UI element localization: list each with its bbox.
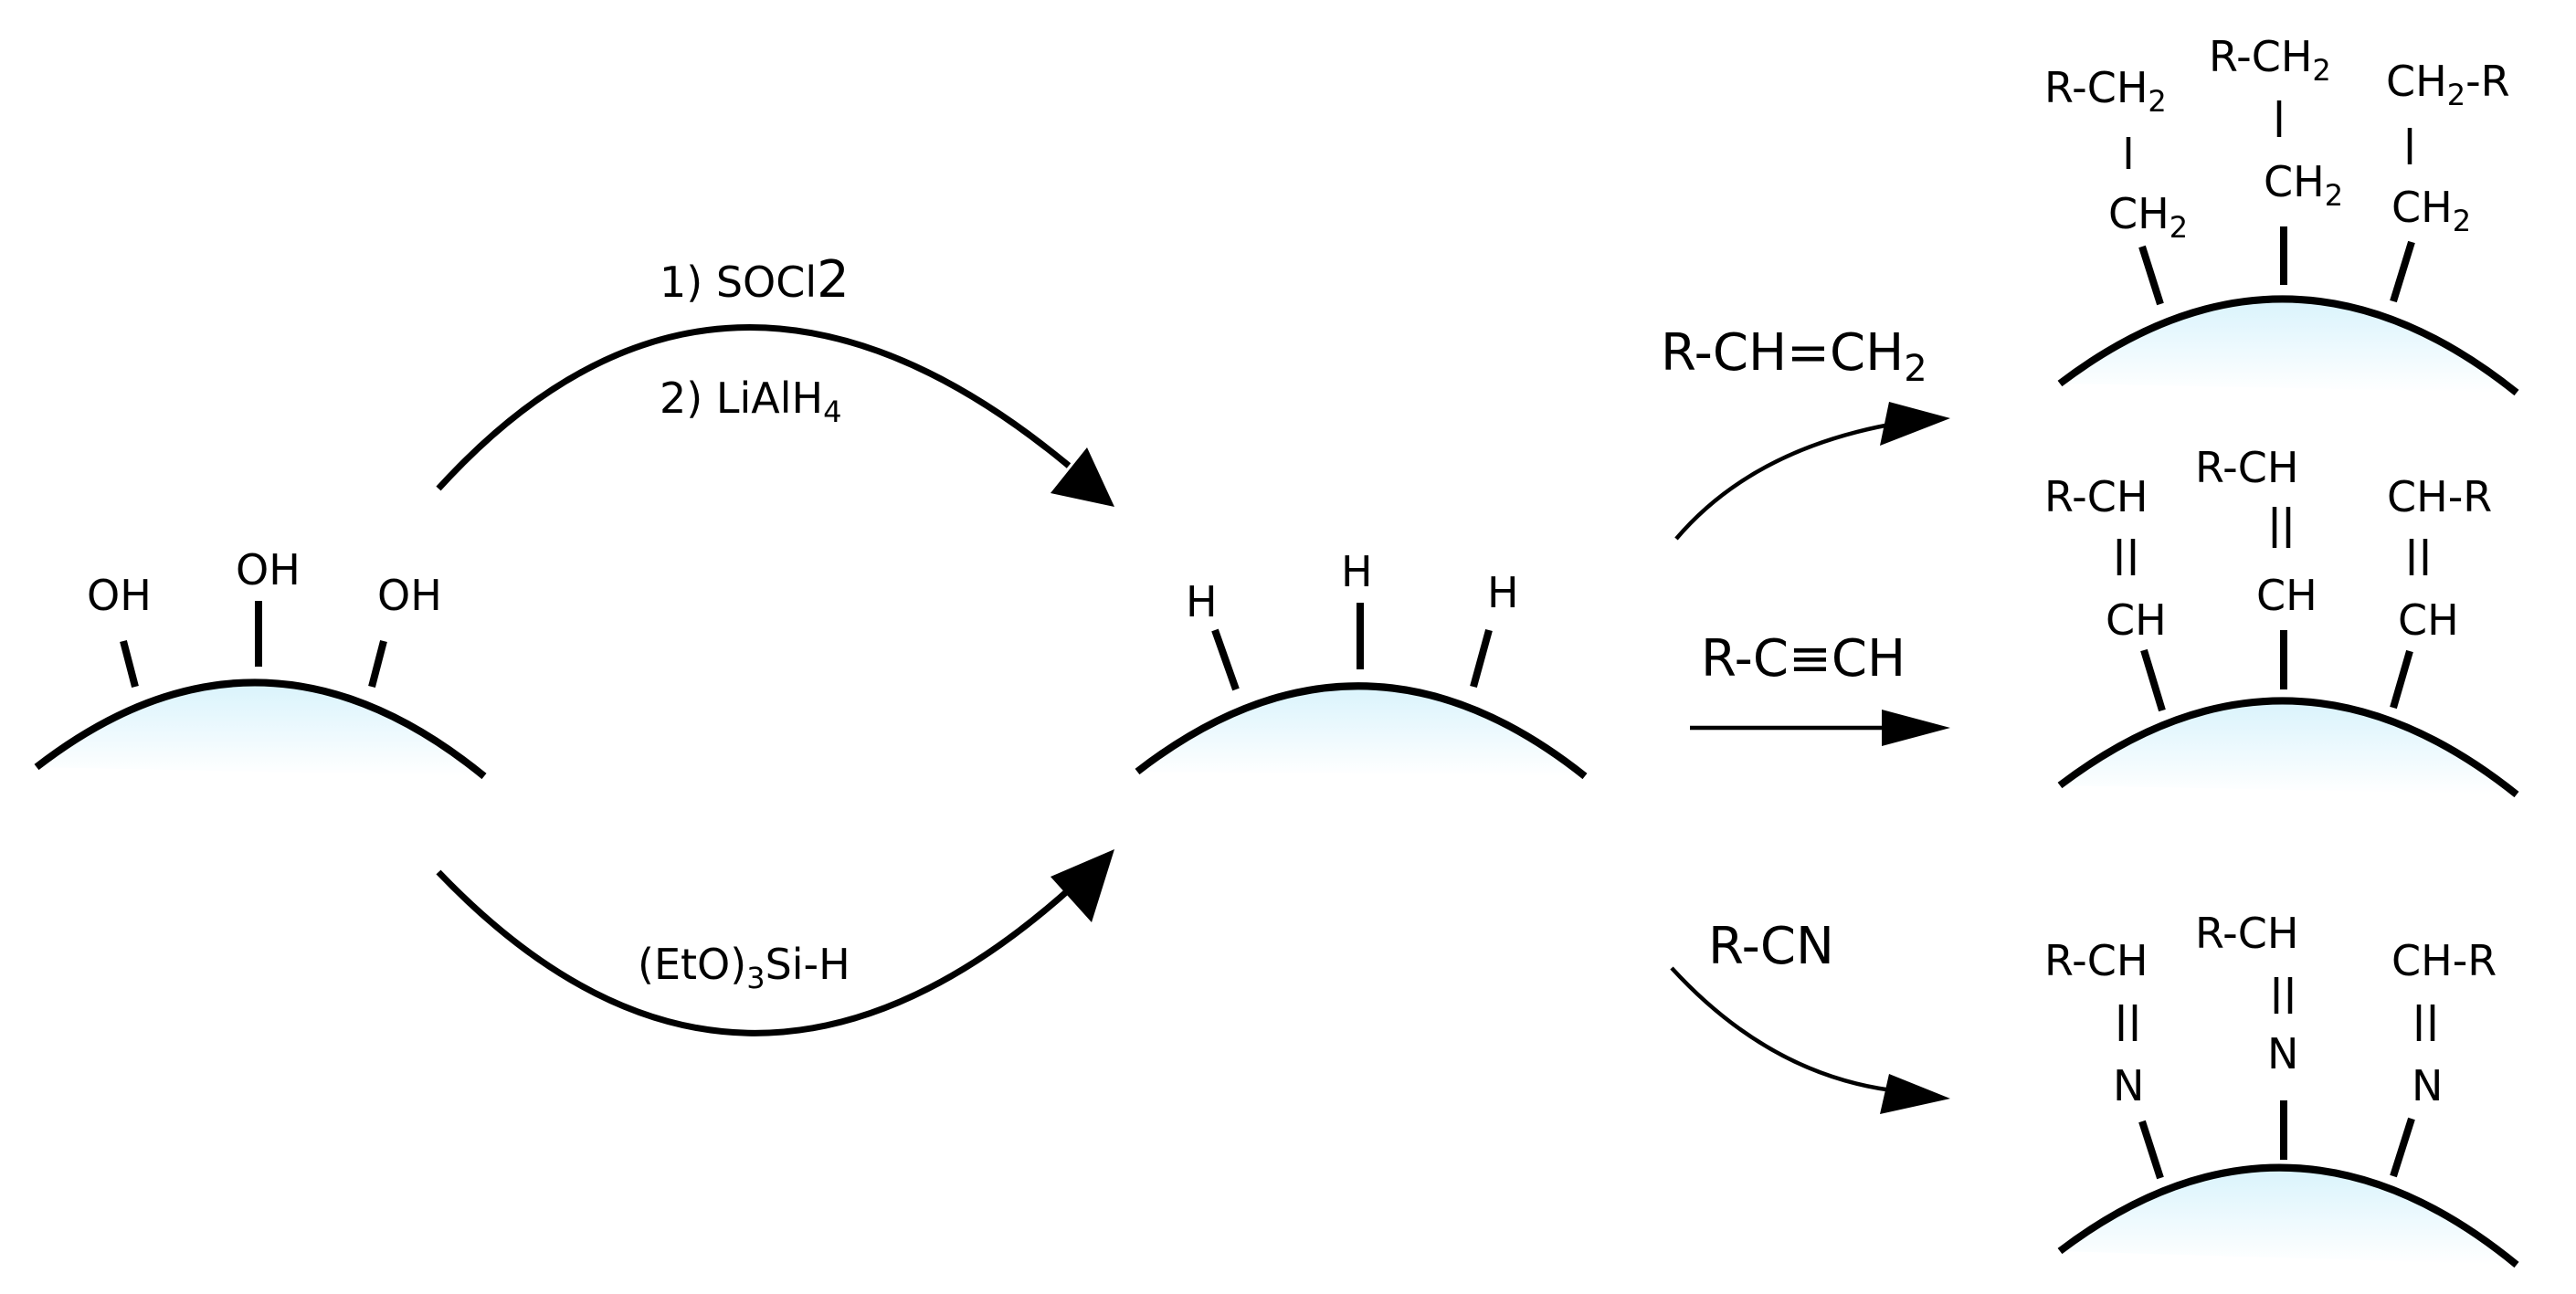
- reagent-nitrile: R-CN: [1708, 917, 1834, 976]
- arrowhead: [1050, 447, 1114, 507]
- bond: [2138, 245, 2164, 306]
- group-label: CH2: [2264, 157, 2343, 213]
- group-label: N: [2267, 1029, 2298, 1078]
- bond: [120, 639, 139, 689]
- hydroxyl-label: OH: [377, 571, 442, 620]
- arrow-silane: (EtO)3Si-H: [436, 849, 1114, 1036]
- bond: [2390, 240, 2415, 303]
- group-label: CH: [2398, 595, 2459, 645]
- arrowhead: [1050, 849, 1114, 922]
- hydrogen-label: H: [1487, 568, 1519, 617]
- reagent-lialh4: 2) LiAlH4: [660, 373, 841, 429]
- group-label: CH: [2106, 595, 2167, 645]
- bond: [2390, 1117, 2415, 1178]
- bond: [1470, 628, 1493, 689]
- arrowhead: [1880, 402, 1950, 446]
- arrowhead: [1880, 1074, 1950, 1114]
- group-label: R-CH: [2195, 909, 2298, 958]
- group-label: R-CH: [2195, 443, 2298, 492]
- group-label: CH2: [2108, 189, 2188, 245]
- group-label: CH-R: [2387, 472, 2492, 521]
- arrow-nitrile: R-CN: [1670, 917, 1950, 1114]
- hydroxyl-surface: OH OH OH: [34, 545, 487, 780]
- surface-dome: [2057, 1163, 2519, 1268]
- alkyl-product: R-CH2 CH2 R-CH2 CH2 CH2-R CH2: [2044, 32, 2519, 396]
- group-label: R-CH2: [2044, 63, 2167, 119]
- group-label: R-CH: [2044, 936, 2148, 985]
- bond: [2390, 649, 2413, 710]
- surface-dome: [1135, 682, 1588, 780]
- alkenyl-product: R-CH CH R-CH CH CH-R CH: [2044, 443, 2519, 798]
- bond: [2140, 648, 2166, 712]
- reagent-alkene: R-CH=CH2: [1661, 323, 1927, 390]
- group-label: R-CH2: [2209, 32, 2331, 88]
- reagent-triethoxysilane: (EtO)3Si-H: [638, 940, 850, 995]
- group-label: CH-R: [2391, 936, 2497, 985]
- group-label: CH: [2256, 571, 2317, 620]
- hydrogen-label: H: [1186, 577, 1218, 626]
- surface-dome: [2057, 697, 2519, 798]
- reagent-alkyne: R-C≡CH: [1701, 629, 1906, 689]
- hydroxyl-label: OH: [87, 571, 152, 620]
- hydride-surface: H H H: [1135, 547, 1588, 780]
- arrow-alkyne: R-C≡CH: [1690, 629, 1950, 746]
- bond: [368, 639, 387, 689]
- group-label: N: [2113, 1061, 2144, 1110]
- surface-dome: [34, 679, 487, 780]
- group-label: N: [2412, 1061, 2443, 1110]
- group-label: CH2-R: [2386, 57, 2510, 112]
- arrow-chlorination-reduction: 1) SOCl2 2) LiAlH4: [436, 250, 1114, 507]
- reagent-socl2: 1) SOCl2: [660, 250, 850, 310]
- group-label: R-CH: [2044, 472, 2148, 521]
- arrow-alkene: R-CH=CH2: [1661, 323, 1950, 541]
- hydrogen-label: H: [1341, 547, 1373, 596]
- bond: [2138, 1120, 2164, 1180]
- group-label: CH2: [2391, 183, 2471, 238]
- hydroxyl-label: OH: [236, 545, 301, 594]
- arrowhead: [1882, 710, 1950, 746]
- bond: [1211, 628, 1240, 691]
- surface-dome: [2057, 295, 2519, 396]
- imine-product: R-CH N R-CH N CH-R N: [2044, 909, 2519, 1268]
